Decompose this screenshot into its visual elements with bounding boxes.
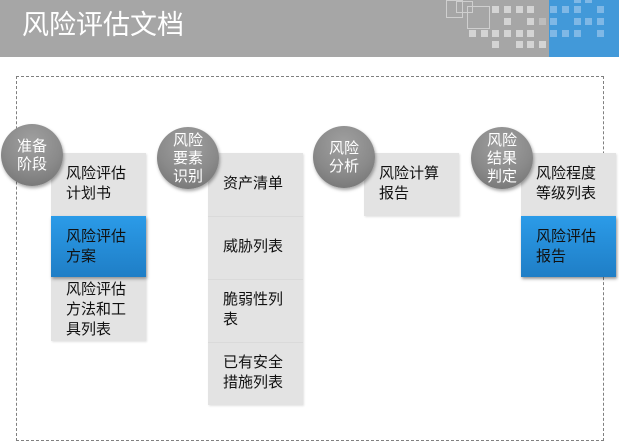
deliverable-item-highlighted: 风险评估方案 <box>51 216 146 277</box>
deliverable-item: 风险计算报告 <box>379 164 440 202</box>
stage-column-risk-analysis: 风险计算报告 <box>364 153 459 216</box>
stage-column-risk-element-identification: 资产清单 威胁列表 脆弱性列表 已有安全措施列表 <box>208 153 303 405</box>
stage-label: 风险分析 <box>328 139 359 175</box>
stage-column-risk-result-determination: 风险程度等级列表 风险评估报告 <box>521 153 616 277</box>
deliverable-item: 风险评估计划书 <box>66 164 127 202</box>
deliverable-item: 风险评估方法和工具列表 <box>66 280 127 338</box>
stage-label: 风险结果判定 <box>486 131 517 185</box>
stage-circle-risk-element-identification: 风险要素识别 <box>157 127 219 189</box>
stage-column-preparation: 风险评估计划书 风险评估方案 风险评估方法和工具列表 <box>51 153 146 341</box>
stage-circle-risk-analysis: 风险分析 <box>313 126 375 188</box>
deliverable-item: 已有安全措施列表 <box>208 342 303 405</box>
deliverable-item-highlighted: 风险评估报告 <box>521 216 616 277</box>
deliverable-item: 脆弱性列表 <box>208 279 303 342</box>
stage-circle-preparation: 准备阶段 <box>1 124 63 186</box>
stage-label: 风险要素识别 <box>172 131 203 185</box>
deliverable-item: 资产清单 <box>223 174 284 192</box>
page-title: 风险评估文档 <box>22 10 184 41</box>
deliverable-item: 威胁列表 <box>208 216 303 279</box>
deliverable-item: 风险程度等级列表 <box>536 164 597 202</box>
header-accent-block <box>549 0 619 57</box>
stage-circle-risk-result-determination: 风险结果判定 <box>471 127 533 189</box>
header-bar: 风险评估文档 <box>0 0 619 57</box>
stage-label: 准备阶段 <box>16 137 47 173</box>
